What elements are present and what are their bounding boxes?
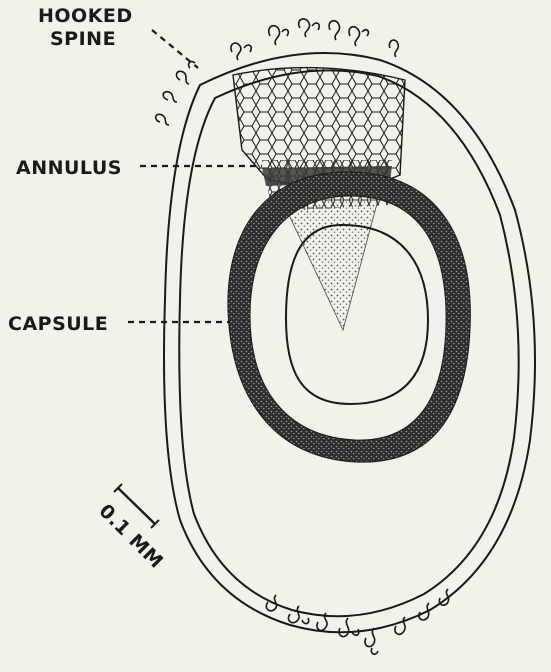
label-hooked-spine-line2: SPINE bbox=[50, 28, 116, 50]
hooked-spines-bottom bbox=[266, 589, 448, 654]
scale-bar: 0.1 MM bbox=[94, 484, 167, 573]
label-annulus: ANNULUS bbox=[16, 157, 122, 179]
scale-bar-label: 0.1 MM bbox=[94, 500, 167, 573]
label-capsule: CAPSULE bbox=[8, 313, 108, 335]
annulus-wedge bbox=[282, 200, 378, 330]
label-hooked-spine-line1: HOOKED bbox=[38, 5, 133, 27]
